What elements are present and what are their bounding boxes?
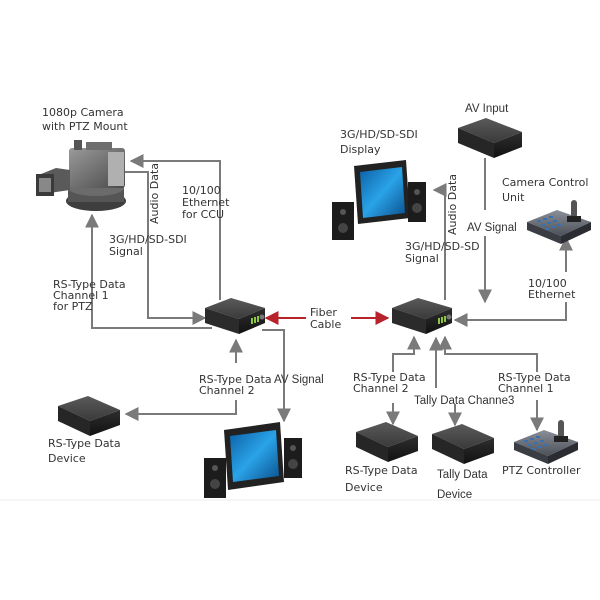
wire-rs-ch1-right-up (438, 335, 538, 372)
rs-ch2-right-label-1: RS-Type Data (353, 371, 426, 384)
fiber-label-2: Cable (310, 318, 341, 331)
tally-ch3-label: Tally Data Channe3 (414, 395, 514, 407)
ptz-controller-label: PTZ Controller (502, 464, 581, 477)
camera-label-2: with PTZ Mount (42, 120, 128, 133)
av-input-box (458, 118, 522, 158)
audio-data-left-label: Audio Data (148, 163, 161, 224)
wire-av-signal-left (262, 329, 291, 423)
av-signal-left-label: AV Signal (274, 374, 324, 386)
sdi-display-monitor (332, 160, 426, 240)
right-fiber-extender (392, 298, 452, 334)
wires-right (386, 158, 573, 432)
wire-ethernet-ccu (129, 154, 221, 300)
ethernet-ccu-label-1: 10/100 (182, 184, 221, 197)
camera-label-1: 1080p Camera (42, 106, 124, 119)
sdi-signal-left-label-1: 3G/HD/SD-SDI (109, 233, 187, 246)
camera-control-unit (527, 200, 591, 244)
wire-rs-ch2-left (124, 400, 237, 421)
rs-ch1-right-label-1: RS-Type Data (498, 371, 571, 384)
rs-ch2-left-label-2: Channel 2 (199, 384, 255, 397)
av-signal-right-label: AV Signal (467, 222, 517, 234)
camera-icon (36, 140, 126, 211)
sdi-display-label-1: 3G/HD/SD-SDI (340, 128, 418, 141)
ethernet-ccu-label-3: for CCU (182, 208, 224, 221)
left-rs-data-device (58, 396, 120, 436)
ptz-controller (514, 420, 578, 464)
ccu-label-1: Camera Control (502, 176, 588, 189)
wire-rs-ch2-right-up (392, 335, 421, 372)
bottom-display-monitor (204, 422, 302, 498)
left-fiber-extender (205, 298, 265, 334)
audio-data-right-label: Audio Data (446, 174, 459, 235)
rs-ch2-right-label-2: Channel 2 (353, 382, 409, 395)
wire-rs-ch1-ptz (91, 252, 212, 329)
rs-ch1-ptz-label-3: for PTZ (53, 300, 93, 313)
rs-ch1-ptz-label-1: RS-Type Data (53, 278, 126, 291)
right-rs-data-device (356, 422, 418, 462)
tally-data-device (432, 424, 494, 464)
left-rs-device-label-1: RS-Type Data (48, 437, 121, 450)
wire-ethernet-right (453, 302, 567, 327)
sdi-signal-right-label-1: 3G/HD/SD-SD (405, 240, 480, 253)
sdi-signal-right-label-2: Signal (405, 252, 439, 265)
rs-ch1-ptz-label-2: Channel 1 (53, 289, 109, 302)
sdi-signal-left-label-2: Signal (109, 245, 143, 258)
ethernet-right-label-1: 10/100 (528, 277, 567, 290)
right-rs-device-label-1: RS-Type Data (345, 464, 418, 477)
labels: 1080p Camera with PTZ Mount Audio Data 1… (42, 103, 588, 501)
ccu-label-2: Unit (502, 191, 525, 204)
rs-ch1-right-label-2: Channel 1 (498, 382, 554, 395)
rs-ch2-left-label-1: RS-Type Data (199, 373, 272, 386)
tally-device-label-1: Tally Data (437, 469, 488, 481)
wires-left (85, 154, 291, 423)
fiber-label-1: Fiber (310, 306, 337, 319)
tally-device-label-2: Device (437, 489, 472, 501)
sdi-display-label-2: Display (340, 143, 381, 156)
av-input-label: AV Input (465, 103, 509, 115)
left-rs-device-label-2: Device (48, 452, 86, 465)
right-rs-device-label-2: Device (345, 481, 383, 494)
ethernet-right-label-2: Ethernet (528, 288, 576, 301)
wire-audio-sdi-left (118, 171, 207, 325)
ethernet-ccu-label-2: Ethernet (182, 196, 230, 209)
